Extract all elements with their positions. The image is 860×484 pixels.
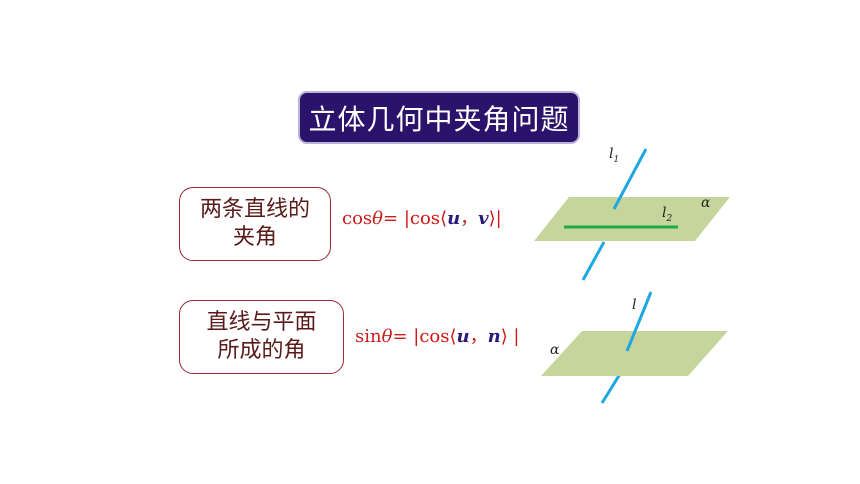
angle-between-lines-label: 两条直线的 夹角	[179, 187, 331, 261]
formula1-close: ⟩|	[488, 208, 502, 229]
figure1-plane	[534, 197, 730, 241]
formula1-vector-v: v	[478, 208, 489, 229]
figure2-label-alpha: α	[550, 342, 560, 358]
formula2-comma: ，	[469, 326, 488, 347]
figure1-label-l1: l1	[609, 146, 619, 165]
figure2-line-upper	[625, 291, 653, 352]
formula1-open: |cos⟨	[403, 208, 448, 229]
formula2-vector-n: n	[487, 326, 501, 347]
figure1-line-l1-lower	[581, 241, 606, 281]
figure1-line-l1-upper	[612, 148, 648, 210]
formula1-vector-u: u	[447, 208, 461, 229]
line-plane-angle-line2: 所成的角	[217, 338, 306, 363]
formula1-theta: θ	[372, 208, 383, 229]
formula2-vector-u: u	[456, 326, 470, 347]
page-title: 立体几何中夹角问题	[298, 91, 580, 144]
formula2-close: ⟩ |	[500, 326, 520, 347]
line-plane-angle-line1: 直线与平面	[206, 310, 317, 335]
formula-lines-angle: cosθ= |cos⟨u，v⟩|	[342, 204, 502, 230]
formula2-open: |cos⟨	[413, 326, 457, 347]
figure1-label-l2: l2	[662, 205, 672, 224]
angle-between-lines-line1: 两条直线的	[199, 197, 310, 222]
formula2-eq: =	[392, 326, 414, 347]
figure2-line-lower	[600, 373, 622, 404]
formula2-theta: θ	[381, 326, 393, 347]
figure1-label-alpha: α	[701, 195, 711, 211]
formula2-fn: sin	[355, 326, 382, 347]
formula1-eq: =	[383, 208, 404, 229]
line-plane-angle-label: 直线与平面 所成的角	[179, 300, 344, 374]
formula1-comma: ，	[460, 208, 479, 229]
angle-between-lines-line2: 夹角	[232, 225, 277, 250]
figure2-plane	[541, 331, 728, 376]
figure2-label-l: l	[632, 297, 636, 313]
formula1-fn: cos	[342, 208, 373, 229]
formula-line-plane-angle: sinθ= |cos⟨u，n⟩ |	[355, 322, 520, 348]
